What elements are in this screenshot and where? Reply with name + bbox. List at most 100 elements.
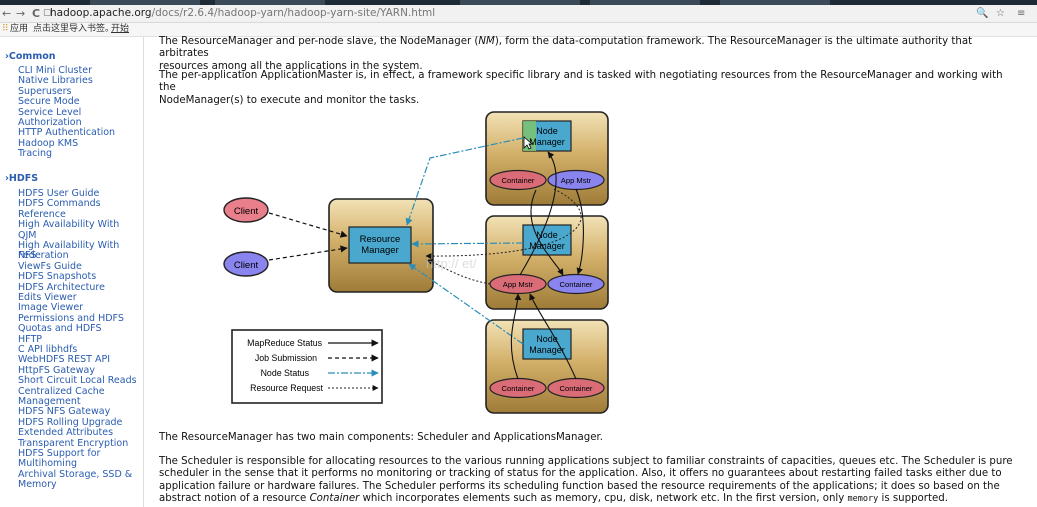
node-1: Node Manager Container App Mstr bbox=[485, 111, 609, 206]
client-pink: Client bbox=[223, 197, 269, 223]
sidebar-item[interactable]: Image Viewer bbox=[18, 302, 84, 314]
paragraph-scheduler: The Scheduler is responsible for allocat… bbox=[159, 456, 1019, 506]
legend-job-submission: Job Submission bbox=[255, 353, 317, 363]
text-line: abstract notion of a resource Container … bbox=[159, 493, 948, 505]
sidebar-item[interactable]: Transparent Encryption bbox=[18, 437, 129, 449]
sidebar-heading-common[interactable]: ›Common bbox=[5, 51, 56, 62]
diagram-legend: MapReduce Status Job Submission Node Sta… bbox=[231, 329, 383, 404]
browser-tab[interactable] bbox=[720, 0, 830, 5]
forward-icon[interactable]: → bbox=[16, 7, 26, 20]
browser-tab[interactable] bbox=[90, 0, 200, 5]
browser-tab[interactable] bbox=[590, 0, 700, 5]
sidebar-item[interactable]: Quotas and HDFS bbox=[18, 323, 102, 335]
menu-icon[interactable]: ≡ bbox=[1017, 8, 1026, 19]
sidebar-item[interactable]: Secure Mode bbox=[18, 96, 80, 108]
sidebar-item[interactable]: HFTP bbox=[18, 333, 42, 345]
sidebar-item[interactable]: HDFS User Guide bbox=[18, 188, 100, 199]
browser-tab[interactable] bbox=[215, 0, 325, 5]
container-label: Container bbox=[502, 384, 535, 393]
sidebar-item[interactable]: HDFS Rolling Upgrade bbox=[18, 416, 123, 428]
reload-icon[interactable]: C bbox=[32, 7, 41, 20]
mouse-cursor bbox=[523, 136, 533, 150]
sidebar-item[interactable]: Permissions and HDFS bbox=[18, 312, 124, 324]
sidebar-item[interactable]: C API libhdfs bbox=[18, 344, 78, 355]
sidebar-item[interactable]: Hadoop KMS bbox=[18, 137, 79, 149]
client-label: Client bbox=[234, 260, 259, 271]
sidebar-heading-hdfs[interactable]: ›HDFS bbox=[5, 173, 39, 184]
nm1-label-line2: Manager bbox=[529, 137, 565, 147]
text-line: The ResourceManager and per-node slave, … bbox=[159, 36, 973, 60]
client-label: Client bbox=[234, 206, 259, 217]
sidebar-item[interactable]: Management bbox=[18, 396, 81, 407]
sidebar-item[interactable]: WebHDFS REST API bbox=[18, 354, 111, 366]
browser-tab-strip[interactable] bbox=[0, 0, 1037, 5]
resource-request-arrow bbox=[425, 188, 582, 260]
nm3-label-line2: Manager bbox=[529, 345, 565, 355]
sidebar-item[interactable]: HDFS NFS Gateway bbox=[18, 406, 111, 418]
text-line: The per-application ApplicationMaster is… bbox=[159, 70, 1003, 94]
container-label: Container bbox=[502, 176, 535, 185]
sidebar-item[interactable]: HDFS Architecture bbox=[18, 281, 105, 293]
bookmark-star-icon[interactable]: ☆ bbox=[996, 8, 1005, 19]
legend-mapreduce-status: MapReduce Status bbox=[247, 338, 322, 348]
sidebar-item[interactable]: HDFS Snapshots bbox=[18, 271, 97, 283]
sidebar-nav: ›Common CLI Mini Cluster Native Librarie… bbox=[0, 37, 144, 507]
sidebar-item[interactable]: Memory bbox=[18, 479, 57, 491]
sidebar-item[interactable]: HttpFS Gateway bbox=[18, 364, 95, 376]
sidebar-item[interactable]: Tracing bbox=[18, 148, 53, 160]
sidebar-item[interactable]: Multihoming bbox=[18, 458, 77, 470]
text-line: The Scheduler is responsible for allocat… bbox=[159, 456, 1013, 467]
watermark: http:// et/ bbox=[426, 256, 477, 271]
sidebar-item[interactable]: Native Libraries bbox=[18, 75, 93, 87]
sidebar-item[interactable]: Authorization bbox=[18, 117, 82, 128]
sidebar-item[interactable]: Reference bbox=[18, 208, 66, 220]
browser-tab[interactable] bbox=[460, 0, 580, 5]
page-icon: ▢ bbox=[43, 8, 52, 18]
apps-icon: ⠿ bbox=[2, 24, 9, 34]
legend-resource-request: Resource Request bbox=[250, 383, 323, 393]
mapreduce-status-arrow bbox=[575, 188, 584, 275]
sidebar-item[interactable]: CLI Mini Cluster bbox=[18, 65, 92, 76]
paragraph-rm-components: The ResourceManager has two main compone… bbox=[159, 432, 1019, 444]
url-text[interactable]: hadoop.apache.org/docs/r2.6.4/hadoop-yar… bbox=[50, 7, 436, 19]
sidebar-item[interactable]: Federation bbox=[18, 250, 69, 262]
sidebar-item[interactable]: HDFS Support for bbox=[18, 448, 101, 459]
node-3: Node Manager Container Container bbox=[485, 319, 609, 414]
back-icon[interactable]: ← bbox=[2, 7, 12, 20]
sidebar-item[interactable]: Edits Viewer bbox=[18, 292, 77, 303]
sidebar-item[interactable]: High Availability With bbox=[18, 219, 120, 231]
sidebar-item[interactable]: Centralized Cache bbox=[18, 385, 105, 397]
sidebar-item[interactable]: Superusers bbox=[18, 85, 72, 97]
app-mstr-label: App Mstr bbox=[503, 280, 534, 289]
nm1-label-line1: Node bbox=[536, 126, 558, 136]
sidebar-item[interactable]: Service Level bbox=[18, 106, 82, 118]
address-bar[interactable]: ← → C ▢ hadoop.apache.org/docs/r2.6.4/ha… bbox=[0, 5, 1037, 23]
sidebar-item[interactable]: HDFS Commands bbox=[18, 198, 101, 210]
app-mstr-label: App Mstr bbox=[561, 176, 592, 185]
nm3-label-line1: Node bbox=[536, 334, 558, 344]
rm-label-line1: Resource bbox=[360, 234, 401, 245]
sidebar-item[interactable]: ViewFs Guide bbox=[18, 260, 82, 272]
mapreduce-status-arrow bbox=[530, 189, 564, 276]
text-line: NodeManager(s) to execute and monitor th… bbox=[159, 94, 420, 106]
sidebar-item[interactable]: QJM bbox=[18, 229, 37, 241]
mapreduce-status-arrow bbox=[510, 293, 522, 380]
container-label: Container bbox=[560, 384, 593, 393]
import-bookmarks-link[interactable]: 点击这里导入书签。 bbox=[33, 24, 115, 34]
job-submission-arrow bbox=[268, 245, 348, 261]
sidebar-item[interactable]: High Availability With NFS bbox=[18, 240, 120, 262]
client-blue: Client bbox=[223, 251, 269, 277]
mapreduce-status-arrow bbox=[529, 293, 577, 380]
text-line: scheduler in the sense that it performs … bbox=[159, 468, 1002, 480]
nm2-label-line1: Node bbox=[536, 230, 558, 240]
sidebar-item[interactable]: Archival Storage, SSD & bbox=[18, 468, 133, 480]
rm-label-line2: Manager bbox=[361, 245, 399, 256]
zoom-icon[interactable]: 🔍 bbox=[976, 8, 989, 19]
apps-bookmark[interactable]: 应用 bbox=[10, 24, 29, 34]
sidebar-item[interactable]: Short Circuit Local Reads bbox=[18, 375, 137, 387]
paragraph-resource-manager: The ResourceManager and per-node slave, … bbox=[159, 36, 1019, 73]
yarn-architecture-diagram: Resource Manager Node Manager Container … bbox=[223, 111, 609, 414]
sidebar-item[interactable]: HTTP Authentication bbox=[18, 127, 116, 139]
sidebar-item[interactable]: Extended Attributes bbox=[18, 427, 114, 439]
start-link[interactable]: 开始 bbox=[111, 24, 130, 34]
